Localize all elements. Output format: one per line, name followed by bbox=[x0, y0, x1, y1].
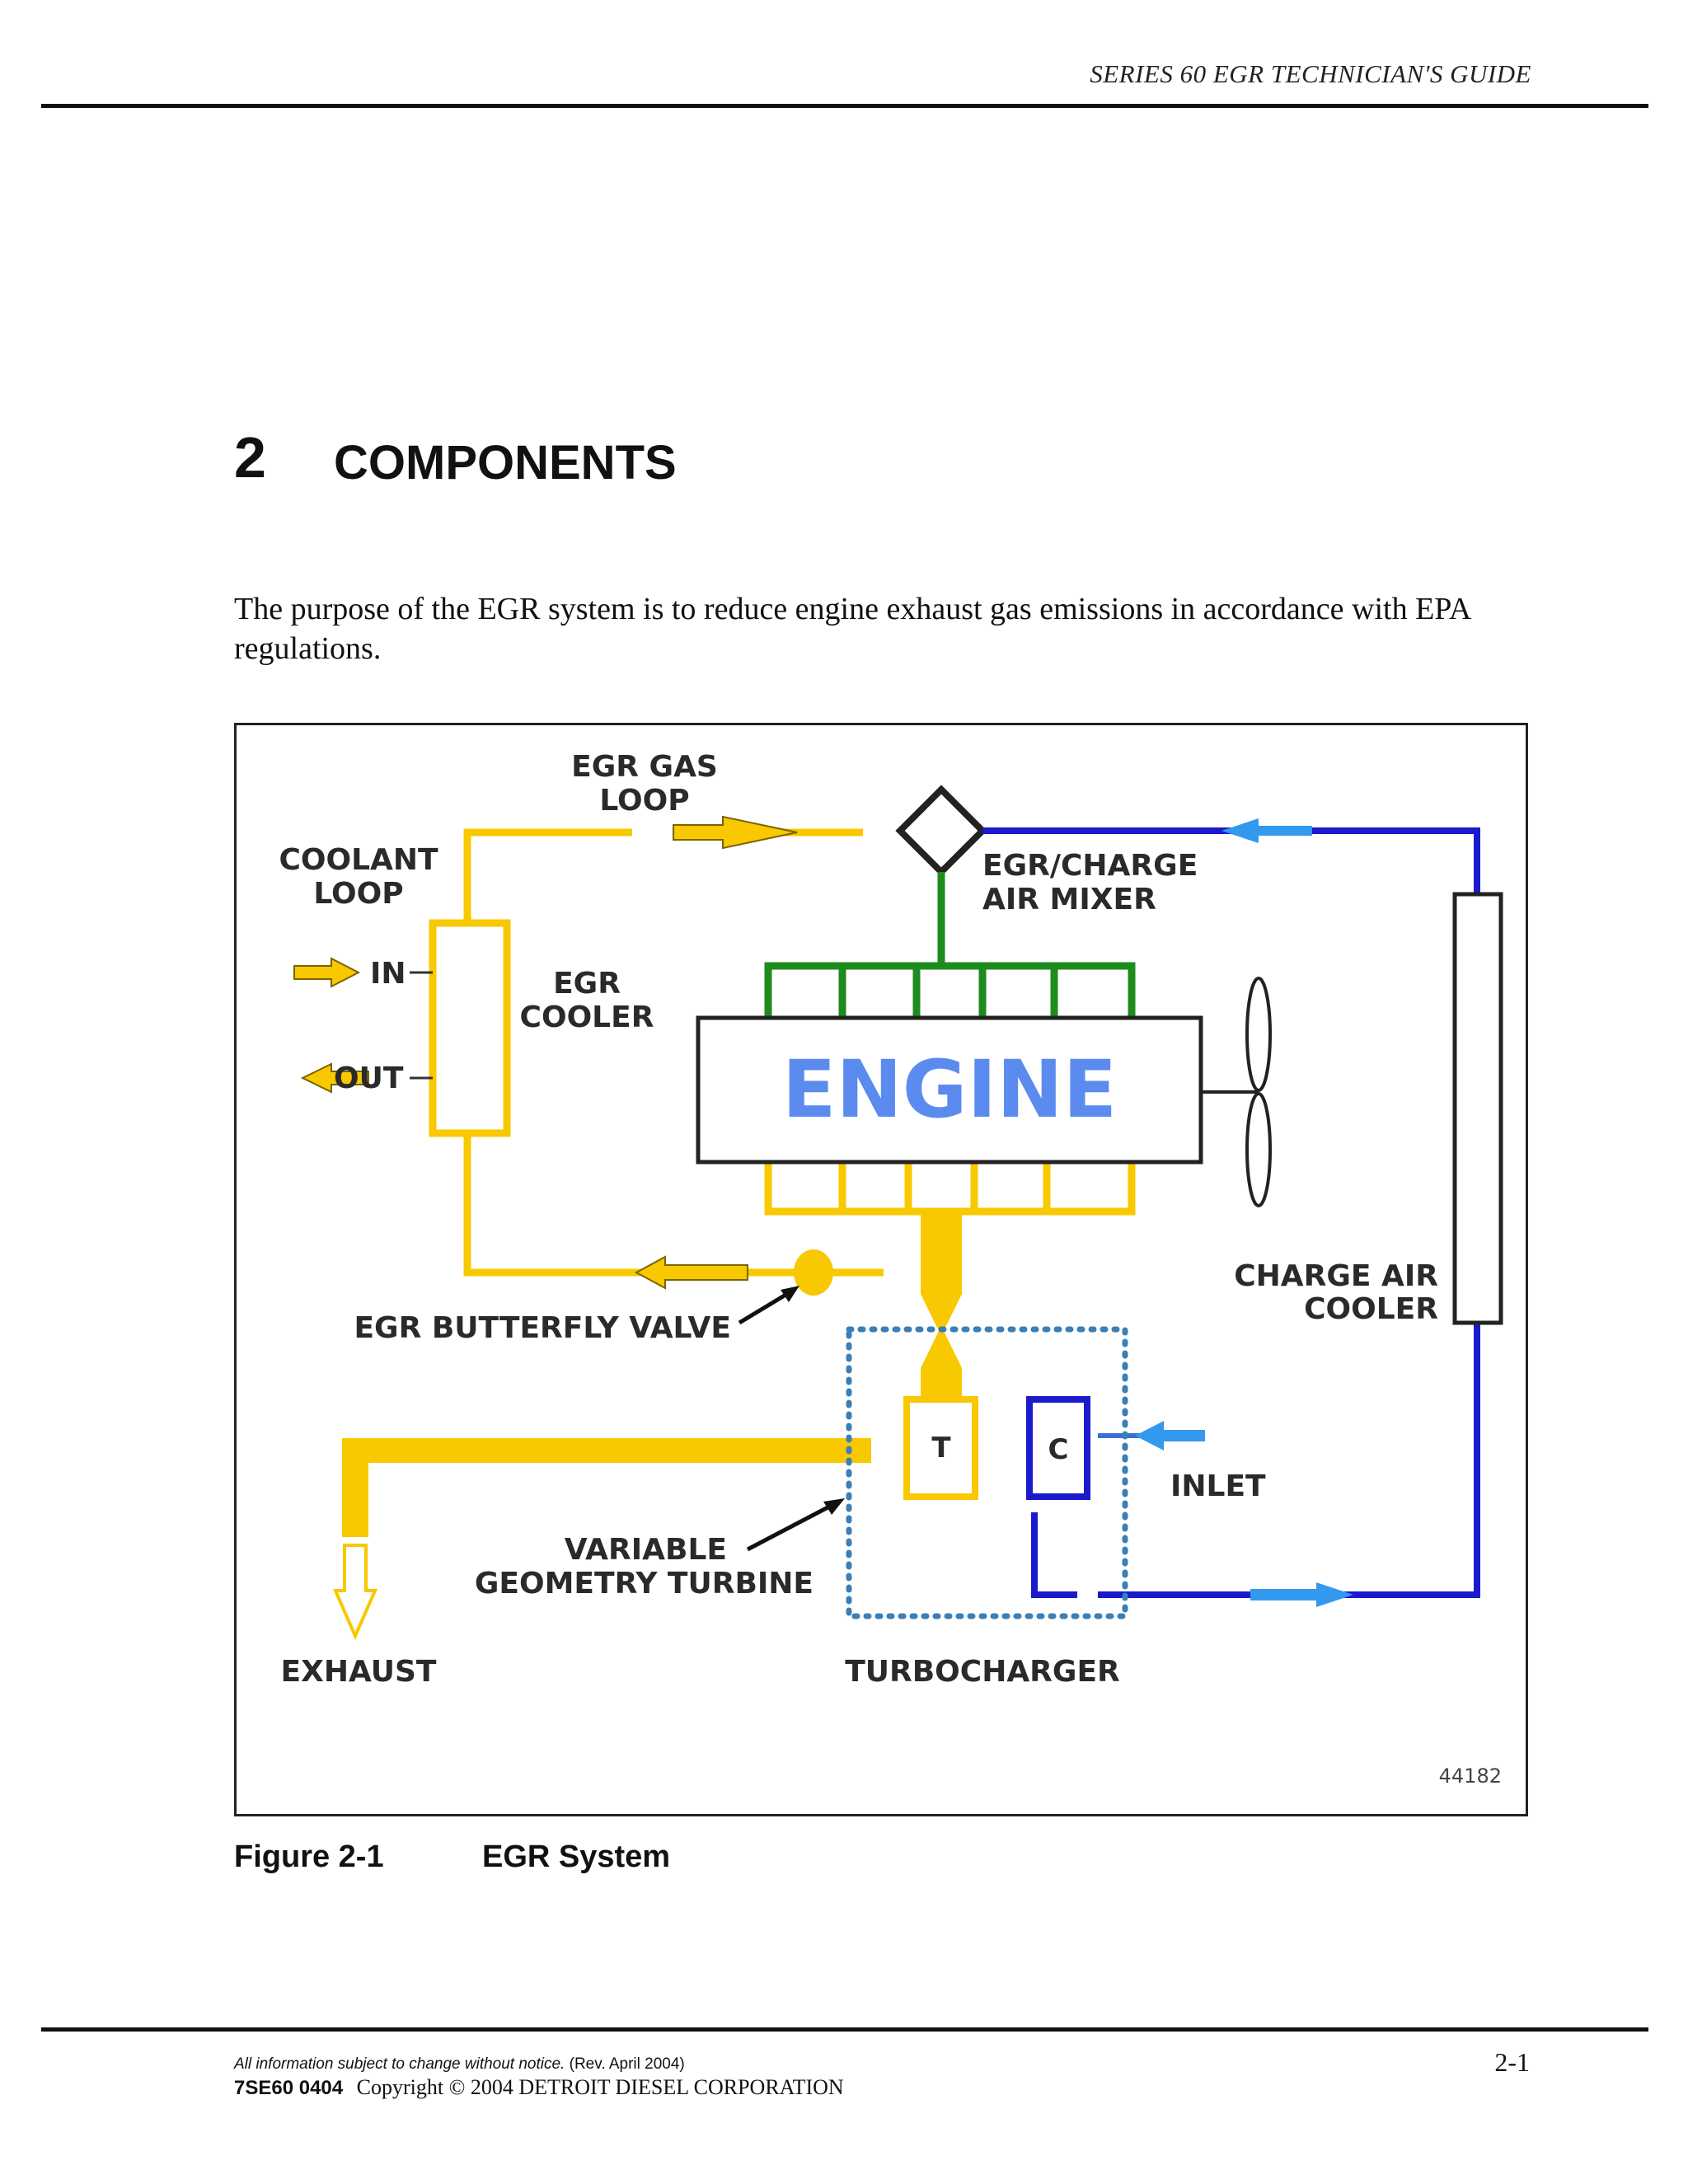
cac-label-2: COOLER bbox=[1304, 1292, 1438, 1326]
figure-reference-number: 44182 bbox=[1439, 1765, 1502, 1788]
coolant-in-arrow bbox=[293, 957, 361, 988]
footer-revision: (Rev. April 2004) bbox=[569, 2055, 685, 2073]
coolant-in-label: IN bbox=[370, 957, 406, 991]
footer-copyright: Copyright © 2004 DETROIT DIESEL CORPORAT… bbox=[356, 2075, 844, 2099]
intro-paragraph: The purpose of the EGR system is to redu… bbox=[234, 592, 1470, 666]
compressor-box bbox=[1026, 1396, 1090, 1500]
egr-cooler-label-1: EGR bbox=[553, 967, 621, 1001]
diagram-labels: EGR GAS LOOP COOLANT LOOP IN OUT EGR COO… bbox=[279, 750, 1502, 1788]
chapter-number: 2 bbox=[234, 425, 266, 490]
coolant-out-arrow bbox=[300, 1062, 369, 1094]
exhaust-stem bbox=[921, 1212, 962, 1409]
exhaust-label: EXHAUST bbox=[281, 1655, 437, 1689]
figure-caption-title: EGR System bbox=[482, 1840, 671, 1874]
footer-rule bbox=[41, 2027, 1648, 2032]
page-number: 2-1 bbox=[1494, 2047, 1530, 2077]
inlet-arrow bbox=[1135, 1421, 1205, 1451]
egr-gas-loop-label-2: LOOP bbox=[599, 784, 689, 818]
charge-air-cooler bbox=[1452, 892, 1503, 1325]
egr-butterfly-valve bbox=[794, 1249, 833, 1296]
intake-manifold bbox=[764, 872, 1136, 1018]
figure-caption-number: Figure 2-1 bbox=[234, 1840, 384, 1874]
egr-flow-arrow-right bbox=[673, 815, 798, 850]
exhaust-manifold bbox=[764, 1162, 1136, 1216]
mixer-label-2: AIR MIXER bbox=[982, 883, 1156, 916]
turbine-box bbox=[903, 1396, 978, 1500]
footer-copyright-line: 7SE60 0404 Copyright © 2004 DETROIT DIES… bbox=[234, 2075, 844, 2100]
exhaust-pipe bbox=[342, 1438, 871, 1537]
coolant-loop-label-2: LOOP bbox=[313, 877, 403, 911]
engine-label: ENGINE bbox=[782, 1043, 1117, 1136]
turbocharger-boundary bbox=[846, 1326, 1128, 1619]
mixer-label-1: EGR/CHARGE bbox=[982, 849, 1198, 883]
header-rule bbox=[41, 104, 1648, 108]
butterfly-valve-label: EGR BUTTERFLY VALVE bbox=[354, 1311, 731, 1345]
chapter-title: COMPONENTS bbox=[334, 436, 677, 490]
fan-blade-top bbox=[1245, 977, 1272, 1092]
running-header: SERIES 60 EGR TECHNICIAN'S GUIDE bbox=[1090, 59, 1531, 88]
egr-charge-air-mixer bbox=[895, 785, 987, 877]
vgt-label-2: GEOMETRY TURBINE bbox=[475, 1567, 814, 1601]
inlet-label: INLET bbox=[1170, 1469, 1266, 1503]
egr-cooler bbox=[429, 919, 511, 1137]
cac-label-1: CHARGE AIR bbox=[1234, 1259, 1438, 1293]
compressed-air-arrow bbox=[1250, 1582, 1353, 1607]
footer-disclaimer: All information subject to change withou… bbox=[234, 2055, 565, 2073]
coolant-loop-label-1: COOLANT bbox=[279, 843, 438, 877]
egr-gas-loop-label-1: EGR GAS bbox=[571, 750, 718, 784]
egr-flow-arrow-left bbox=[634, 1255, 748, 1290]
footer-note: All information subject to change withou… bbox=[234, 2055, 685, 2074]
charge-air-arrow bbox=[1221, 818, 1312, 843]
footer-document-code: 7SE60 0404 bbox=[234, 2077, 344, 2099]
egr-cooler-label-2: COOLER bbox=[520, 1001, 654, 1034]
egr-diagram: ENGINE T C bbox=[279, 750, 1503, 1788]
engine-block bbox=[696, 1015, 1203, 1165]
turbocharger-label: TURBOCHARGER bbox=[845, 1655, 1120, 1689]
fan-blade-bottom bbox=[1245, 1092, 1272, 1207]
vgt-label-1: VARIABLE bbox=[565, 1533, 727, 1567]
coolant-out-label: OUT bbox=[334, 1062, 404, 1095]
charge-air-loop bbox=[982, 827, 1480, 1598]
compressor-label: C bbox=[1048, 1433, 1069, 1466]
exhaust-arrow bbox=[332, 1544, 378, 1641]
turbine-label: T bbox=[931, 1432, 951, 1465]
egr-system-figure: ENGINE T C bbox=[234, 723, 1528, 1816]
